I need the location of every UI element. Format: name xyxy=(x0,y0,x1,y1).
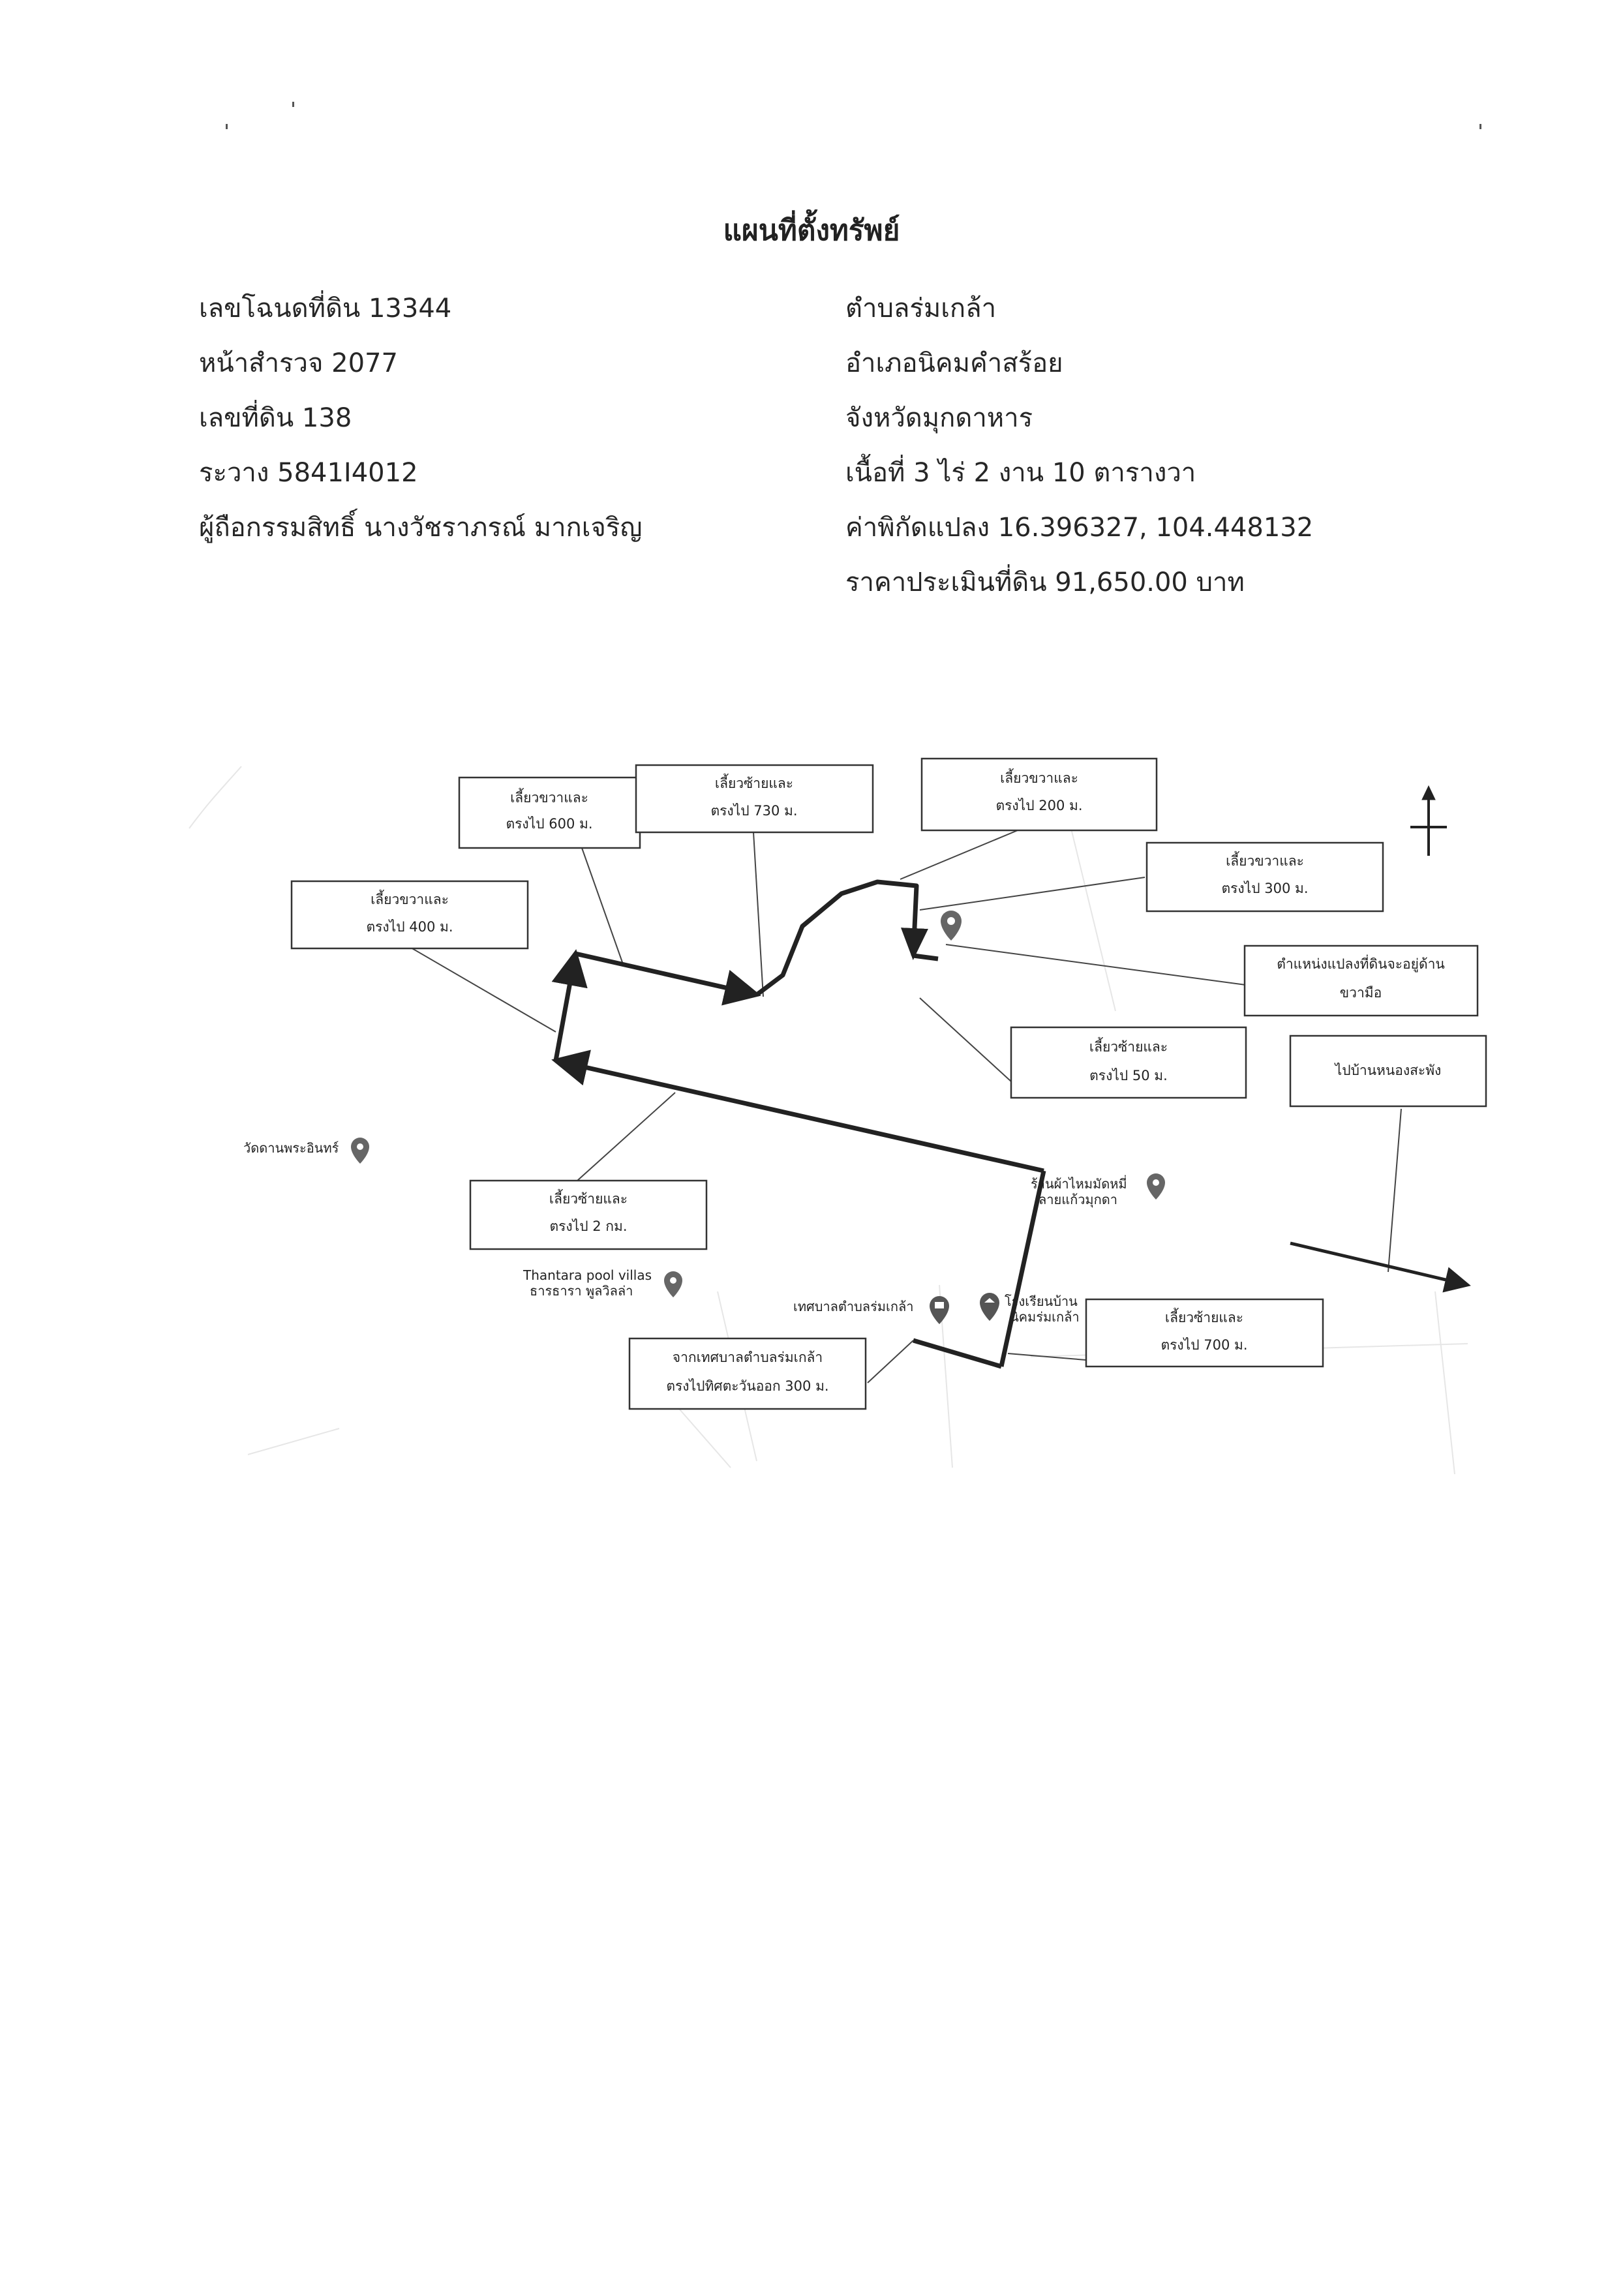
box-line2: ตรงไป 700 ม. xyxy=(1160,1337,1247,1353)
route-segment-curve xyxy=(755,879,928,997)
poi-villa: Thantara pool villas ธารธารา พูลวิลล่า xyxy=(523,1267,682,1299)
scan-speck xyxy=(292,102,294,107)
direction-box-right-300: เลี้ยวขวาและ ตรงไป 300 ม. xyxy=(1145,841,1384,913)
building-pin-icon xyxy=(930,1296,949,1324)
box-line2: ตรงไป 730 ม. xyxy=(710,803,797,819)
district: อำเภอนิคมคำสร้อย xyxy=(845,348,1063,378)
map-sheet: ระวาง 5841I4012 xyxy=(199,458,418,488)
route-segment-up xyxy=(551,949,588,1061)
box-line2: ขวามือ xyxy=(1340,985,1382,1001)
deed-number: เลขโฉนดที่ดิน 13344 xyxy=(199,294,452,324)
box-line1: เลี้ยวซ้ายและ xyxy=(1165,1308,1243,1325)
poi-silk-shop: ร้านผ้าไหมมัดหมี่ ลายแก้วมุกดา xyxy=(1031,1173,1165,1208)
direction-box-to-nong-sa-phang: ไปบ้านหนองสะพัง xyxy=(1289,1035,1487,1108)
direction-box-land-position: ตำแหน่งแปลงที่ดินจะอยู่ด้าน ขวามือ xyxy=(1243,944,1479,1017)
box-line2: ตรงไป 50 ม. xyxy=(1089,1068,1168,1083)
box-line1: เลี้ยวซ้ายและ xyxy=(1089,1037,1168,1055)
map-pin-icon xyxy=(1147,1173,1165,1200)
leader-lines xyxy=(410,830,1402,1383)
box-line1: เลี้ยวขวาและ xyxy=(1000,768,1078,786)
north-arrow-icon xyxy=(1410,785,1447,856)
coordinates: ค่าพิกัดแปลง 16.396327, 104.448132 xyxy=(845,513,1314,543)
scan-speck xyxy=(226,124,228,129)
box-line1: จากเทศบาลตำบลร่มเกล้า xyxy=(673,1350,823,1365)
box-line2: ตรงไป 200 ม. xyxy=(995,798,1082,813)
route-segment-start xyxy=(913,1338,1002,1369)
poi-label: นิคมร่มเกล้า xyxy=(1010,1309,1080,1325)
page-title: แผนที่ตั้งทรัพย์ xyxy=(723,214,900,247)
box-line1: เลี้ยวขวาและ xyxy=(371,890,449,907)
map-pin-icon xyxy=(351,1138,369,1164)
box-line1: เลี้ยวขวาและ xyxy=(1226,851,1304,869)
direction-box-start: จากเทศบาลตำบลร่มเกล้า ตรงไปทิศตะวันออก 3… xyxy=(628,1337,867,1410)
land-number: เลขที่ดิน 138 xyxy=(199,403,352,433)
route-segment-west xyxy=(551,1050,1044,1173)
appraised-price: ราคาประเมินที่ดิน 91,650.00 บาท xyxy=(845,567,1245,597)
poi-label: Thantara pool villas xyxy=(523,1267,652,1283)
direction-box-right-400: เลี้ยวขวาและ ตรงไป 400 ม. xyxy=(290,880,529,950)
box-line2: ตรงไป 600 ม. xyxy=(506,816,592,832)
destination-pin-icon xyxy=(941,911,962,941)
location-info: ตำบลร่มเกล้า อำเภอนิคมคำสร้อย จังหวัดมุก… xyxy=(845,281,1313,610)
box-line2: ตรงไป 300 ม. xyxy=(1221,881,1308,896)
route-to-nong-sa-phang xyxy=(1290,1241,1471,1293)
subdistrict: ตำบลร่มเกล้า xyxy=(845,294,997,324)
land-area: เนื้อที่ 3 ไร่ 2 งาน 10 ตารางวา xyxy=(845,458,1196,488)
poi-label: เทศบาลตำบลร่มเกล้า xyxy=(793,1299,913,1314)
box-line1: เลี้ยวซ้ายและ xyxy=(715,774,793,791)
poi-label: ลายแก้วมุกดา xyxy=(1039,1192,1117,1208)
direction-box-right-200: เลี้ยวขวาและ ตรงไป 200 ม. xyxy=(920,757,1158,832)
box-line2: ตรงไป 400 ม. xyxy=(366,919,453,935)
box-line1: ไปบ้านหนองสะพัง xyxy=(1334,1063,1442,1078)
map-pin-icon xyxy=(664,1271,682,1297)
route-path xyxy=(551,879,1471,1369)
poi-school: โรงเรียนบ้าน นิคมร่มเกล้า xyxy=(980,1293,1080,1325)
box-line1: ตำแหน่งแปลงที่ดินจะอยู่ด้าน xyxy=(1277,954,1445,973)
poi-temple: วัดดานพระอินทร์ xyxy=(243,1138,369,1164)
poi-label: ธารธารา พูลวิลล่า xyxy=(530,1283,633,1299)
school-pin-icon xyxy=(980,1293,999,1321)
route-segment-east xyxy=(575,951,761,1006)
box-line2: ตรงไป 2 กม. xyxy=(549,1218,627,1234)
box-line1: เลี้ยวขวาและ xyxy=(510,788,588,806)
route-segment-final xyxy=(913,953,939,961)
deed-info: เลขโฉนดที่ดิน 13344 หน้าสำรวจ 2077 เลขที… xyxy=(199,281,642,555)
scan-speck xyxy=(1479,124,1481,129)
poi-municipality: เทศบาลตำบลร่มเกล้า xyxy=(793,1296,949,1324)
province: จังหวัดมุกดาหาร xyxy=(845,403,1033,433)
owner: ผู้ถือกรรมสิทธิ์ นางวัชราภรณ์ มากเจริญ xyxy=(199,513,643,543)
direction-box-left-730: เลี้ยวซ้ายและ ตรงไป 730 ม. xyxy=(635,764,874,834)
survey-page: หน้าสำรวจ 2077 xyxy=(199,348,398,378)
box-line1: เลี้ยวซ้ายและ xyxy=(549,1189,628,1207)
direction-box-left-2km: เลี้ยวซ้ายและ ตรงไป 2 กม. xyxy=(469,1179,708,1250)
direction-box-left-50: เลี้ยวซ้ายและ ตรงไป 50 ม. xyxy=(1010,1026,1247,1099)
direction-box-right-600: เลี้ยวขวาและ ตรงไป 600 ม. xyxy=(458,776,641,849)
poi-label: ร้านผ้าไหมมัดหมี่ xyxy=(1031,1175,1127,1192)
box-line2: ตรงไปทิศตะวันออก 300 ม. xyxy=(666,1378,828,1394)
poi-label: โรงเรียนบ้าน xyxy=(1005,1293,1078,1309)
route-segment-north xyxy=(999,1170,1046,1367)
poi-label: วัดดานพระอินทร์ xyxy=(243,1140,339,1156)
direction-box-left-700: เลี้ยวซ้ายและ ตรงไป 700 ม. xyxy=(1085,1298,1324,1368)
